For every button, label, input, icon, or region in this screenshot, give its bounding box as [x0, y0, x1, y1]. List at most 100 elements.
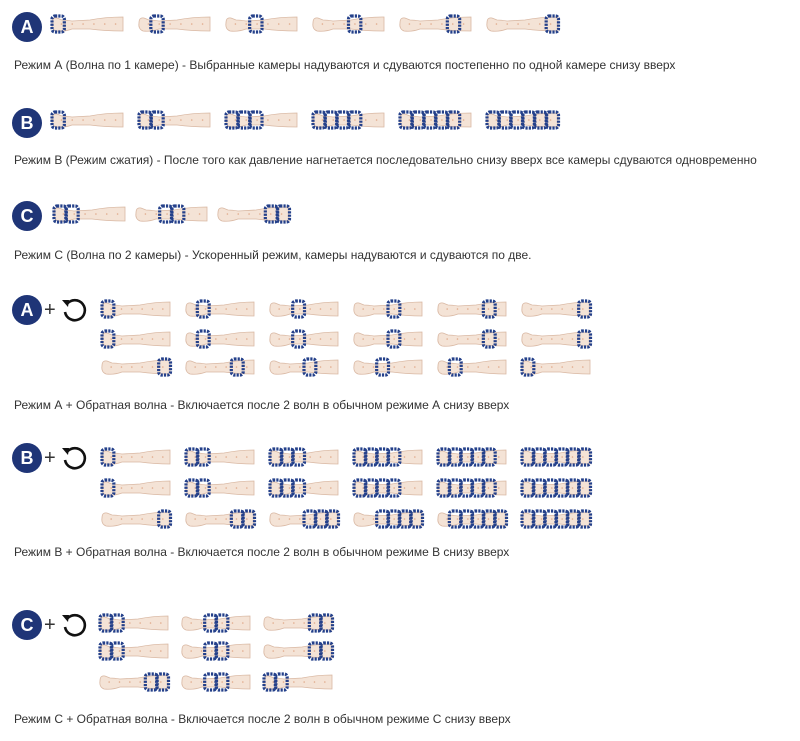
chamber-marker — [180, 23, 182, 25]
inflated-chamber-1 — [195, 329, 211, 349]
inflated-chamber-3 — [346, 14, 363, 34]
inflated-chamber-0 — [262, 672, 278, 692]
chamber-marker — [403, 518, 406, 520]
chamber-marker — [582, 366, 584, 368]
chamber-marker — [571, 338, 574, 340]
chamber-marker — [110, 338, 112, 340]
chamber-marker — [462, 23, 465, 25]
leg-4-1-1 — [184, 478, 255, 498]
inflated-chamber-1 — [279, 447, 295, 467]
mode-caption: Режим В (Режим сжатия) - После того как … — [14, 153, 757, 167]
chamber-marker — [169, 119, 171, 121]
chamber-marker — [215, 456, 217, 458]
chamber-marker — [330, 518, 332, 520]
chamber-marker — [571, 456, 574, 458]
chamber-marker — [293, 650, 295, 652]
chamber-marker — [530, 308, 532, 310]
chamber-marker — [194, 518, 196, 520]
mode-caption: Режим С + Обратная волна - Включается по… — [14, 712, 511, 726]
inflated-chamber-1 — [363, 478, 379, 498]
leg-3-1-2 — [269, 329, 339, 349]
mode-badge-b: B — [12, 443, 42, 473]
chamber-marker — [551, 308, 553, 310]
leg-0-0-0 — [50, 14, 124, 34]
inflated-chamber-3 — [214, 672, 230, 692]
chamber-marker — [149, 681, 152, 683]
leg-0-0-3 — [312, 14, 385, 34]
chamber-marker — [561, 338, 563, 340]
leg-5-1-1 — [181, 641, 251, 661]
chamber-marker — [225, 518, 227, 520]
chamber-marker — [403, 338, 406, 340]
leg-1-0-4 — [398, 110, 472, 130]
chamber-marker — [149, 622, 152, 624]
chamber-marker — [160, 622, 162, 624]
chamber-marker — [160, 650, 162, 652]
chamber-marker — [248, 213, 250, 215]
leg-silhouette — [225, 16, 298, 32]
inflated-chamber-5 — [155, 672, 171, 692]
inflated-chamber-3 — [386, 329, 402, 349]
leg-4-0-4 — [436, 447, 507, 467]
chamber-marker — [330, 456, 332, 458]
chamber-marker — [540, 456, 543, 458]
leg-4-2-1 — [185, 509, 257, 529]
chamber-marker — [303, 622, 305, 624]
chamber-marker — [383, 518, 385, 520]
chamber-marker — [235, 366, 238, 368]
chamber-marker — [571, 366, 574, 368]
inflated-chamber-2 — [291, 478, 307, 498]
chamber-marker — [246, 456, 248, 458]
chamber-marker — [403, 487, 406, 489]
chamber-marker — [414, 456, 416, 458]
mode-badge-a: A — [12, 12, 42, 42]
chamber-marker — [139, 650, 141, 652]
chamber-marker — [226, 213, 229, 215]
leg-2-0-2 — [217, 204, 292, 224]
chamber-marker — [288, 119, 291, 121]
chamber-marker — [456, 338, 459, 340]
mode-badge-b: B — [12, 108, 42, 138]
leg-silhouette — [437, 331, 507, 347]
chamber-marker — [498, 487, 500, 489]
mode-badge-a: A — [12, 295, 42, 325]
leg-silhouette — [138, 16, 211, 32]
inflated-chamber-3 — [346, 110, 363, 130]
chamber-marker — [201, 23, 204, 25]
chamber-marker — [225, 456, 227, 458]
inflated-chamber-3 — [470, 478, 486, 498]
inflated-chamber-0 — [352, 478, 368, 498]
chamber-marker — [330, 487, 332, 489]
chamber-marker — [278, 338, 280, 340]
chamber-marker — [467, 487, 469, 489]
leg-0-0-4 — [399, 14, 472, 34]
chamber-marker — [403, 366, 406, 368]
chamber-marker — [118, 622, 121, 624]
chamber-marker — [319, 338, 322, 340]
chamber-marker — [477, 518, 479, 520]
chamber-marker — [309, 456, 311, 458]
inflated-chamber-1 — [531, 447, 547, 467]
chamber-marker — [414, 338, 416, 340]
chamber-marker — [372, 487, 375, 489]
chamber-marker — [84, 213, 86, 215]
leg-silhouette — [101, 301, 171, 317]
chamber-marker — [571, 518, 574, 520]
chamber-marker — [108, 650, 110, 652]
inflated-chamber-1 — [531, 478, 547, 498]
chamber-marker — [451, 119, 454, 121]
chamber-marker — [456, 366, 459, 368]
chamber-marker — [151, 518, 154, 520]
chamber-marker — [162, 487, 164, 489]
leg-3-0-3 — [353, 299, 423, 319]
inflated-chamber-0 — [100, 447, 116, 467]
chamber-marker — [221, 622, 223, 624]
inflated-chamber-5 — [319, 641, 335, 661]
chamber-marker — [362, 338, 364, 340]
leg-3-0-0 — [100, 299, 171, 319]
chamber-marker — [393, 456, 395, 458]
chamber-marker — [147, 119, 150, 121]
plus-sign: + — [44, 299, 56, 321]
chamber-marker — [299, 308, 301, 310]
inflated-chamber-5 — [319, 613, 335, 633]
